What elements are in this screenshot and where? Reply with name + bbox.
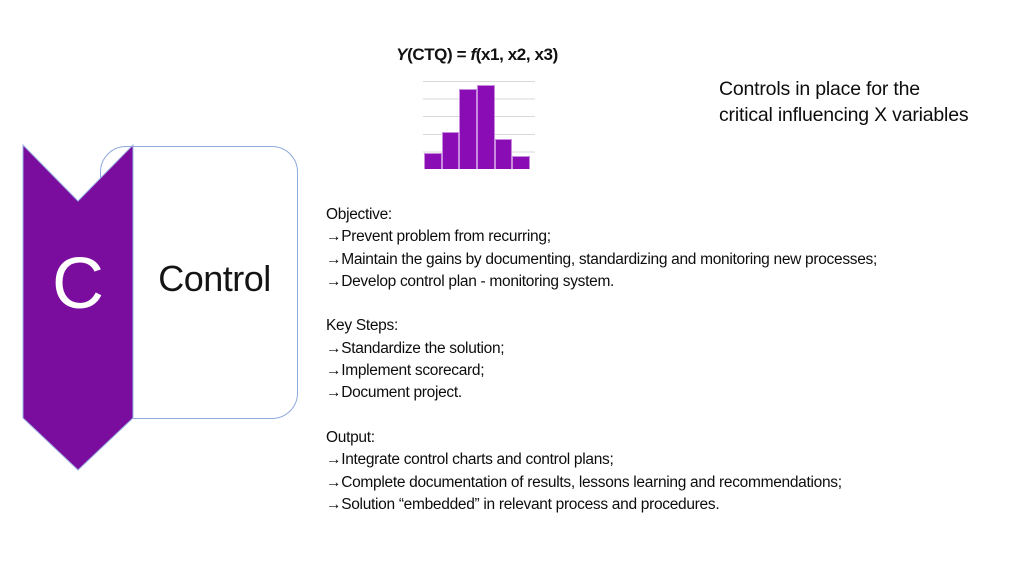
histogram-bar — [424, 153, 442, 169]
section-item: →Implement scorecard; — [326, 360, 1016, 382]
section-item: →Document project. — [326, 382, 1016, 404]
text-section-output: Output:→Integrate control charts and con… — [326, 427, 1016, 516]
section-item: →Standardize the solution; — [326, 338, 1016, 360]
arrow-icon: → — [326, 384, 342, 402]
controls-annotation: Controls in place for the critical influ… — [719, 76, 1019, 128]
arrow-icon: → — [326, 451, 342, 469]
arrow-icon: → — [326, 495, 342, 513]
chevron-shape — [22, 144, 134, 471]
section-item: →Develop control plan - monitoring syste… — [326, 271, 1016, 293]
chevron-letter: C — [52, 244, 104, 324]
histogram-bar — [441, 132, 460, 169]
histogram-chart — [423, 81, 535, 169]
formula-f-term: f — [470, 45, 476, 64]
section-item: →Prevent problem from recurring; — [326, 226, 1016, 248]
histogram-bar — [459, 88, 478, 169]
ctq-formula: Y(CTQ) = f(x1, x2, x3) — [357, 45, 597, 65]
body-text: Objective:→Prevent problem from recurrin… — [326, 204, 1016, 538]
section-item-text: Maintain the gains by documenting, stand… — [341, 250, 877, 268]
section-item-text: Prevent problem from recurring; — [341, 228, 551, 246]
chevron-polygon — [22, 144, 134, 471]
arrow-icon: → — [326, 473, 342, 491]
section-item-text: Complete documentation of results, lesso… — [341, 473, 842, 491]
section-item-text: Develop control plan - monitoring system… — [341, 272, 615, 290]
section-heading: Key Steps: — [326, 317, 398, 335]
section-item: →Maintain the gains by documenting, stan… — [326, 249, 1016, 271]
formula-mid: (CTQ) = — [407, 45, 471, 64]
section-item: →Integrate control charts and control pl… — [326, 449, 1016, 471]
section-item-text: Implement scorecard; — [341, 362, 485, 380]
annotation-line-1: Controls in place for the — [719, 78, 920, 100]
section-item-text: Integrate control charts and control pla… — [341, 451, 614, 469]
annotation-line-2: critical influencing X variables — [719, 104, 969, 126]
section-heading: Objective: — [326, 206, 392, 223]
formula-args: (x1, x2, x3) — [475, 45, 559, 64]
section-item: →Solution “embedded” in relevant process… — [326, 494, 1016, 516]
histogram-bars — [424, 81, 531, 169]
histogram-bar — [494, 139, 513, 169]
section-item: →Complete documentation of results, less… — [326, 472, 1016, 494]
arrow-icon: → — [326, 362, 342, 380]
arrow-icon: → — [326, 339, 342, 357]
arrow-icon: → — [326, 228, 342, 246]
control-label: Control — [158, 258, 271, 299]
section-item-text: Solution “embedded” in relevant process … — [341, 495, 720, 513]
arrow-icon: → — [326, 272, 342, 290]
text-section-objective: Objective:→Prevent problem from recurrin… — [326, 204, 1016, 293]
histogram-bar — [512, 155, 531, 169]
histogram-bar — [477, 85, 495, 169]
section-item-text: Document project. — [341, 384, 462, 402]
arrow-icon: → — [326, 250, 342, 268]
formula-y-term: Y — [396, 45, 408, 64]
text-section-keysteps: Key Steps:→Standardize the solution;→Imp… — [326, 315, 1016, 404]
section-heading: Output: — [326, 428, 375, 446]
section-item-text: Standardize the solution; — [341, 339, 505, 357]
